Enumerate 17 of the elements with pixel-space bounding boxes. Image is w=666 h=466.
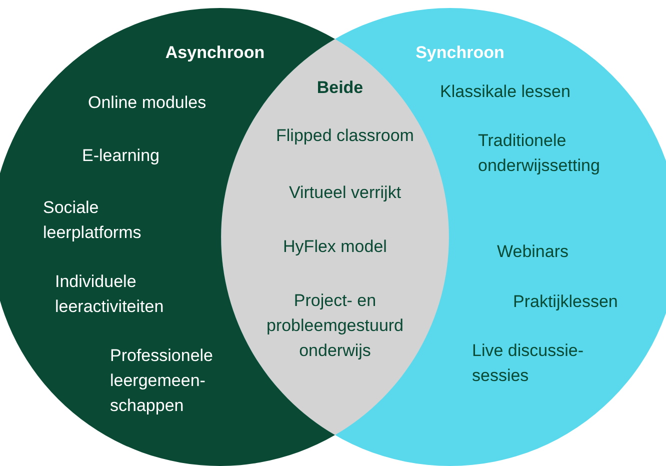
item-text: HyFlex model (282, 236, 388, 258)
item-text: E-learning (82, 145, 160, 167)
item-text: Traditionele onderwijssetting (478, 130, 601, 177)
item-text: Klassikale lessen (440, 81, 572, 103)
item-text: Individuele leeractiviteiten (55, 271, 165, 318)
item-text: Webinars (497, 241, 570, 263)
item-text: Praktijklessen (513, 291, 619, 313)
set-heading: Asynchroon (164, 42, 266, 64)
item-text: Sociale leerplatforms (43, 197, 142, 244)
item-text: Flipped classroom (275, 125, 415, 147)
set-heading: Synchroon (414, 42, 506, 64)
item-text: Live discussie- sessies (472, 340, 584, 387)
item-text: Project- en probleemgestuurd onderwijs (265, 290, 405, 362)
item-text: Online modules (88, 92, 208, 114)
item-text: Professionele leergemeen- schappen (110, 345, 214, 417)
set-heading: Beide (316, 77, 364, 99)
item-text: Virtueel verrijkt (288, 182, 402, 204)
